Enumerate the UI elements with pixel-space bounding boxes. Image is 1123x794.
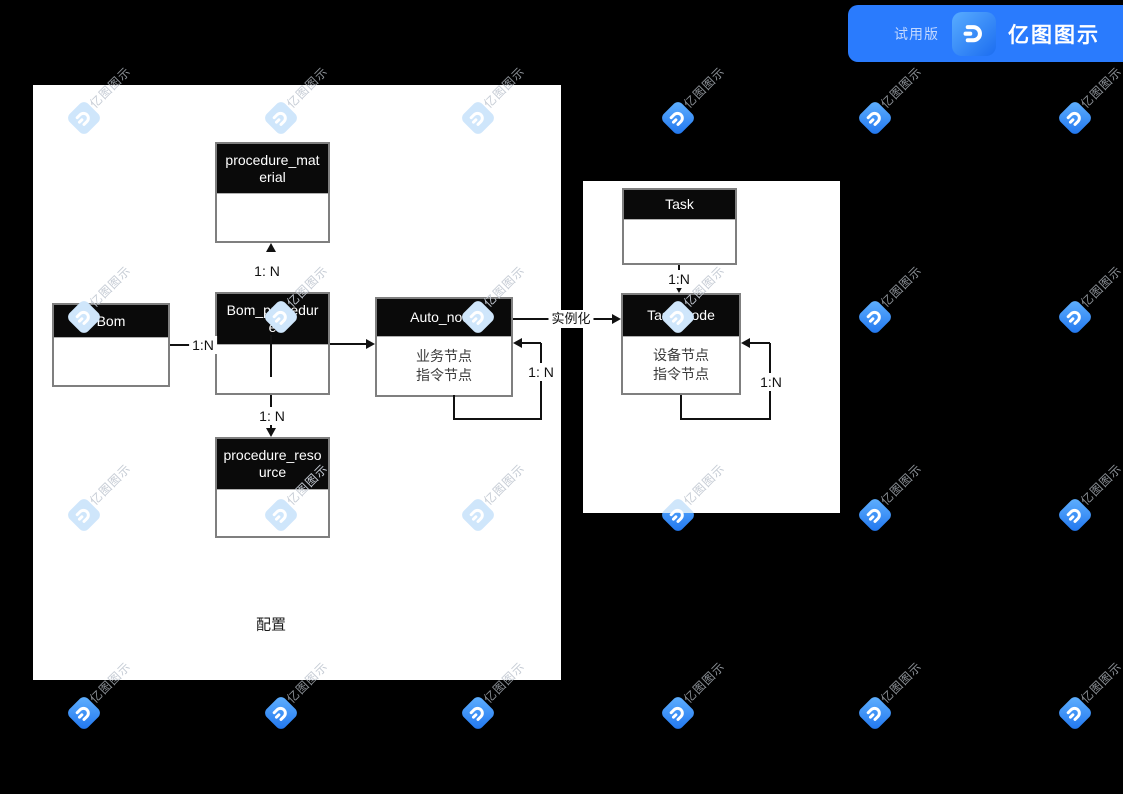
- entity-title: Task: [624, 190, 735, 220]
- watermark-text: 亿图图示: [1078, 263, 1123, 310]
- watermark-text: 亿图图示: [87, 85, 134, 111]
- entity-row: 指令节点: [653, 366, 709, 382]
- connector-autonode-loop: [521, 342, 541, 344]
- watermark-logo-icon: 亿图图示: [458, 263, 528, 337]
- connector-label: 1: N: [525, 363, 557, 381]
- watermark-text: 亿图图示: [87, 461, 134, 508]
- arrowhead-down-icon: [266, 428, 276, 437]
- watermark-logo-icon: 亿图图示: [458, 461, 528, 535]
- connector-tasknode-loop: [680, 395, 682, 420]
- watermark-logo-icon: 亿图图示: [261, 461, 331, 535]
- diagram-page-config: procedure_material Bom Bom_procedure Aut…: [33, 85, 561, 680]
- watermark-text: 亿图图示: [681, 659, 728, 706]
- entity-row: 业务节点: [416, 348, 472, 364]
- watermark-logo-icon: 亿图图示: [261, 263, 331, 337]
- watermark-logo-icon: 亿图图示: [1055, 461, 1123, 535]
- connector-label: 1: N: [256, 407, 288, 425]
- arrowhead-right-icon: [366, 339, 375, 349]
- watermark-text: 亿图图示: [878, 461, 925, 508]
- watermark-text: 亿图图示: [878, 263, 925, 310]
- connector-autonode-loop: [453, 418, 541, 420]
- watermark-logo-icon: 亿图图示: [658, 659, 728, 733]
- watermark-logo-icon: 亿图图示: [64, 85, 134, 138]
- entity-row: 设备节点: [653, 347, 709, 363]
- watermark-logo-icon: 亿图图示: [261, 85, 331, 138]
- entity-body: [624, 220, 735, 263]
- watermark-logo-icon: 亿图图示: [1055, 263, 1123, 337]
- entity-procedure-material[interactable]: procedure_material: [215, 142, 330, 243]
- connector-label: 1: N: [251, 262, 283, 280]
- arrowhead-left-icon: [741, 338, 750, 348]
- watermark-logo-icon: 亿图图示: [261, 659, 331, 733]
- watermark-text: 亿图图示: [481, 461, 528, 508]
- region-label-config: 配置: [255, 616, 287, 634]
- watermark-text: 亿图图示: [284, 659, 331, 680]
- watermark-logo-icon: 亿图图示: [458, 85, 528, 138]
- trial-badge[interactable]: 试用版 亿图图示: [848, 5, 1123, 62]
- entity-body: [217, 194, 328, 241]
- watermark-logo-icon: 亿图图示: [855, 64, 925, 138]
- watermark-text: 亿图图示: [87, 659, 134, 680]
- watermark-logo-icon: 亿图图示: [1055, 64, 1123, 138]
- watermark-logo-icon: 亿图图示: [855, 263, 925, 337]
- watermark-text: 亿图图示: [1078, 461, 1123, 508]
- watermark-text: 亿图图示: [878, 659, 925, 706]
- watermark-logo-icon: 亿图图示: [855, 659, 925, 733]
- watermark-logo-icon: 亿图图示: [1055, 659, 1123, 733]
- connector-tasknode-loop: [680, 418, 770, 420]
- connector-bomprocedure-autonode: [330, 343, 368, 345]
- entity-task[interactable]: Task: [622, 188, 737, 265]
- diagram-page-task: Task Task_node 设备节点 指令节点 1:N 1:N 亿图图示: [583, 181, 840, 513]
- arrowhead-up-icon: [266, 243, 276, 252]
- watermark-text: 亿图图示: [1078, 659, 1123, 706]
- trial-label: 试用版: [894, 25, 939, 42]
- watermark-text: 亿图图示: [284, 85, 331, 111]
- edraw-logo-icon: [952, 11, 996, 56]
- connector-autonode-loop: [540, 343, 542, 420]
- arrowhead-down-icon: [674, 284, 684, 293]
- connector-label: 1:N: [757, 373, 785, 391]
- entity-procedure-resource[interactable]: procedure_resource: [215, 437, 330, 538]
- connector-label: 1:N: [665, 270, 693, 288]
- connector-autonode-loop: [453, 395, 455, 420]
- watermark-logo-icon: 亿图图示: [658, 64, 728, 138]
- entity-title: procedure_material: [217, 144, 328, 194]
- watermark-text: 亿图图示: [1078, 64, 1123, 111]
- watermark-text: 亿图图示: [481, 659, 528, 680]
- watermark-logo-icon: 亿图图示: [855, 461, 925, 535]
- entity-body: [54, 338, 168, 385]
- watermark-logo-icon: 亿图图示: [658, 461, 728, 513]
- watermark-logo-icon: 亿图图示: [64, 659, 134, 733]
- watermark-logo-icon: 亿图图示: [458, 659, 528, 733]
- entity-body: 设备节点 指令节点: [623, 337, 739, 393]
- entity-body: [217, 345, 328, 393]
- connector-bomprocedure-material: [270, 335, 272, 377]
- entity-row: 指令节点: [416, 367, 472, 383]
- watermark-logo-icon: 亿图图示: [658, 263, 728, 337]
- watermark-text: 亿图图示: [481, 85, 528, 111]
- watermark-text: 亿图图示: [681, 461, 728, 508]
- watermark-text: 亿图图示: [878, 64, 925, 111]
- entity-title: procedure_resource: [217, 439, 328, 490]
- watermark-logo-icon: 亿图图示: [64, 263, 134, 337]
- connector-label: 1:N: [189, 336, 217, 354]
- arrowhead-left-icon: [513, 338, 522, 348]
- entity-body: 业务节点 指令节点: [377, 337, 511, 395]
- connector-tasknode-loop: [749, 342, 770, 344]
- watermark-text: 亿图图示: [681, 64, 728, 111]
- brand-name: 亿图图示: [1008, 23, 1100, 47]
- watermark-logo-icon: 亿图图示: [64, 461, 134, 535]
